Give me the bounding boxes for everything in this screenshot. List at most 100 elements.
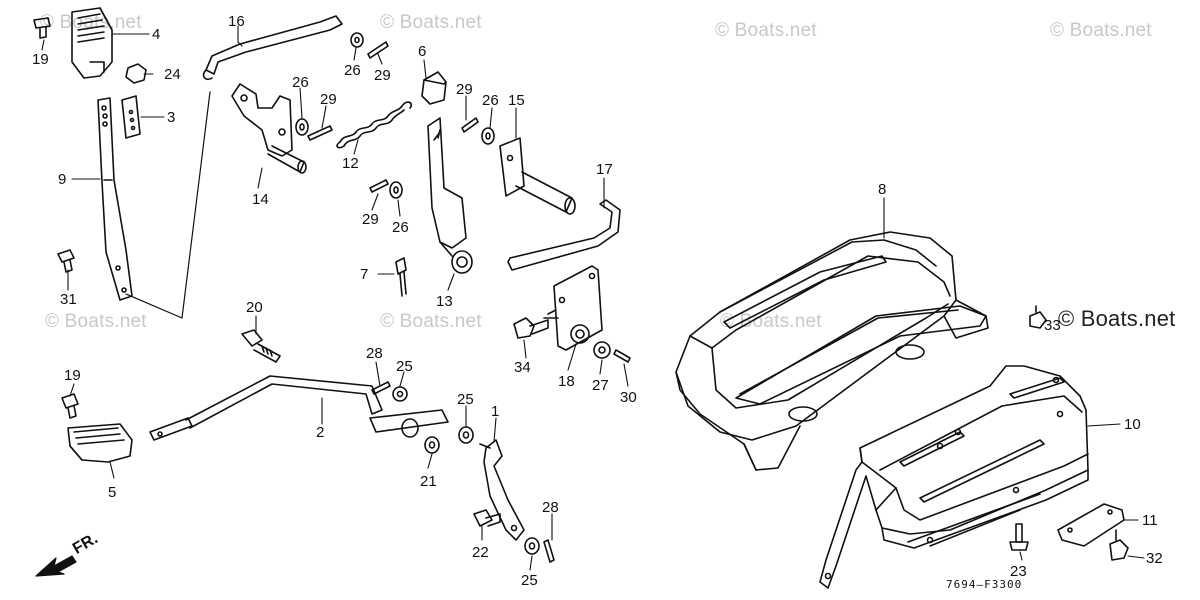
part-27-washer [593, 341, 611, 359]
part-22-bolt [473, 509, 501, 527]
part-7-stud [395, 257, 407, 297]
part-23-bolt [1009, 523, 1029, 551]
part-5-knob [67, 423, 133, 463]
part-29-pin [307, 125, 333, 141]
part-29-pin [367, 41, 389, 59]
callout-25c: 25 [521, 572, 538, 589]
part-19-bolt [33, 17, 51, 39]
callout-33: 33 [1044, 317, 1061, 334]
callout-3: 3 [167, 109, 175, 126]
callout-16: 16 [228, 13, 245, 30]
callout-7: 7 [360, 266, 368, 283]
part-33-bolt [1029, 305, 1047, 329]
leader [125, 91, 211, 319]
callout-29a: 29 [374, 67, 391, 84]
callout-17: 17 [596, 161, 613, 178]
callout-9: 9 [58, 171, 66, 188]
callout-27: 27 [592, 377, 609, 394]
callout-29b: 29 [320, 91, 337, 108]
part-12-spring [336, 101, 413, 149]
watermark: © Boats.net [380, 12, 482, 33]
part-31-bolt [57, 249, 75, 273]
callout-14: 14 [252, 191, 269, 208]
callout-19a: 19 [32, 51, 49, 68]
part-28-pin [371, 381, 391, 395]
part-26-washer [389, 181, 403, 199]
callout-31: 31 [60, 291, 77, 308]
part-14-bracket [231, 83, 307, 174]
part-24-nut [125, 63, 147, 84]
part-29-pin [369, 179, 389, 193]
callout-28a: 28 [366, 345, 383, 362]
part-9-lever [97, 97, 133, 301]
callout-24: 24 [164, 66, 181, 83]
callout-2: 2 [316, 424, 324, 441]
part-15-bracket [499, 137, 576, 215]
part-3-plate [121, 95, 141, 139]
part-10-bracket [819, 365, 1089, 589]
corner-watermark: © Boats.net [1058, 306, 1176, 331]
part-1-lever [479, 439, 525, 541]
callout-34: 34 [514, 359, 531, 376]
callout-26c: 26 [482, 92, 499, 109]
part-20-bolt [241, 329, 281, 363]
part-29-pin [461, 117, 479, 133]
watermark: © Boats.net [720, 311, 822, 332]
callout-28b: 28 [542, 499, 559, 516]
callout-29c: 29 [456, 81, 473, 98]
callout-20: 20 [246, 299, 263, 316]
part-26-washer [481, 127, 495, 145]
part-19-bolt [61, 393, 79, 419]
watermark: © Boats.net [45, 311, 147, 332]
callout-13: 13 [436, 293, 453, 310]
part-18-plate [543, 265, 603, 351]
part-28-pin [543, 539, 555, 563]
callout-26d: 26 [392, 219, 409, 236]
watermark: © Boats.net [715, 20, 817, 41]
part-6-cap [421, 71, 447, 105]
part-21-washer [424, 436, 440, 454]
callout-18: 18 [558, 373, 575, 390]
part-26-washer [350, 32, 364, 48]
part-16-rod [202, 15, 343, 81]
callout-1: 1 [491, 403, 499, 420]
part-34-bolt [513, 317, 549, 339]
callout-5: 5 [108, 484, 116, 501]
part-4-knob [71, 7, 113, 79]
part-25-washer [458, 426, 474, 444]
part-17-rod [507, 199, 621, 271]
watermark: © Boats.net [380, 311, 482, 332]
callout-26a: 26 [344, 62, 361, 79]
part-13-arm [427, 117, 473, 274]
callout-4: 4 [152, 26, 160, 43]
callout-26b: 26 [292, 74, 309, 91]
callout-25a: 25 [396, 358, 413, 375]
front-arrow-icon [35, 555, 77, 577]
callout-30: 30 [620, 389, 637, 406]
part-2-rod [149, 375, 449, 441]
part-25-washer [524, 537, 540, 555]
part-11-plate [1057, 503, 1125, 547]
figure-code: 7694–F3300 [946, 578, 1023, 591]
part-32-bolt [1109, 529, 1129, 561]
part-30-pin [613, 349, 631, 363]
callout-10: 10 [1124, 416, 1141, 433]
leader-lines [41, 25, 1145, 571]
callout-21: 21 [420, 473, 437, 490]
callout-22: 22 [472, 544, 489, 561]
part-25-washer [392, 386, 408, 402]
callout-6: 6 [418, 43, 426, 60]
callout-25b: 25 [457, 391, 474, 408]
part-26-washer [295, 118, 309, 136]
callout-19b: 19 [64, 367, 81, 384]
callout-8: 8 [878, 181, 886, 198]
callout-29d: 29 [362, 211, 379, 228]
watermark: © Boats.net [1050, 20, 1152, 41]
callout-23: 23 [1010, 563, 1027, 580]
part-8-cover [675, 231, 989, 471]
callout-15: 15 [508, 92, 525, 109]
callout-11: 11 [1142, 512, 1158, 529]
callout-32: 32 [1146, 550, 1163, 567]
